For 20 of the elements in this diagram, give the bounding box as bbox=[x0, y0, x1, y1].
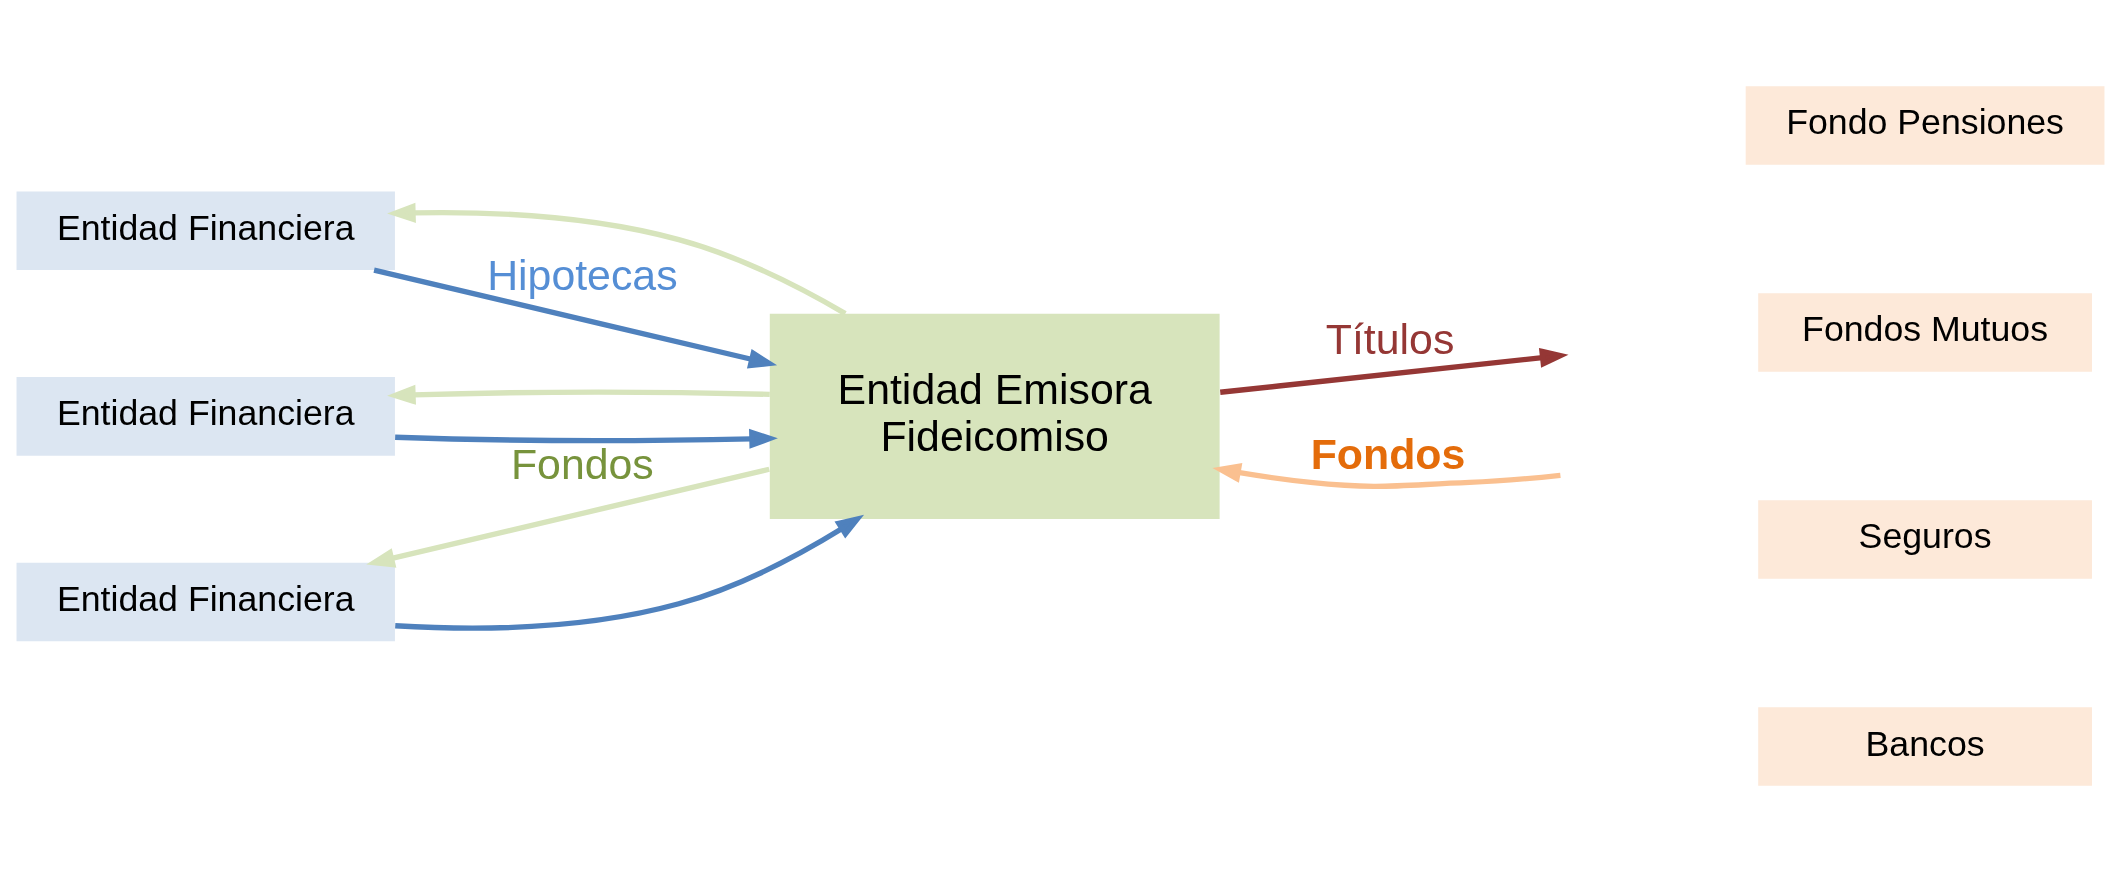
node-box: Fondo Pensiones bbox=[1745, 86, 2105, 165]
arrow bbox=[387, 384, 770, 405]
arrow bbox=[395, 514, 865, 631]
arrow bbox=[1219, 347, 1569, 395]
node-box: Entidad Emisora Fideicomiso bbox=[769, 313, 1220, 519]
arrow bbox=[373, 267, 778, 369]
edge-label: Títulos bbox=[1325, 315, 1455, 364]
node-box: Entidad Financiera bbox=[16, 377, 395, 456]
edge-label: Fondos bbox=[1310, 429, 1466, 478]
node-box: Seguros bbox=[1758, 500, 2092, 579]
node-box: Entidad Financiera bbox=[16, 191, 395, 270]
edge-label: Hipotecas bbox=[487, 250, 678, 299]
arrow bbox=[1212, 462, 1561, 489]
node-box: Entidad Financiera bbox=[16, 562, 395, 642]
arrow bbox=[395, 428, 778, 449]
arrow bbox=[387, 202, 847, 316]
arrow bbox=[366, 466, 770, 568]
node-box: Bancos bbox=[1758, 707, 2092, 786]
edge-label: Fondos bbox=[510, 440, 654, 489]
node-box: Fondos Mutuos bbox=[1758, 293, 2092, 372]
